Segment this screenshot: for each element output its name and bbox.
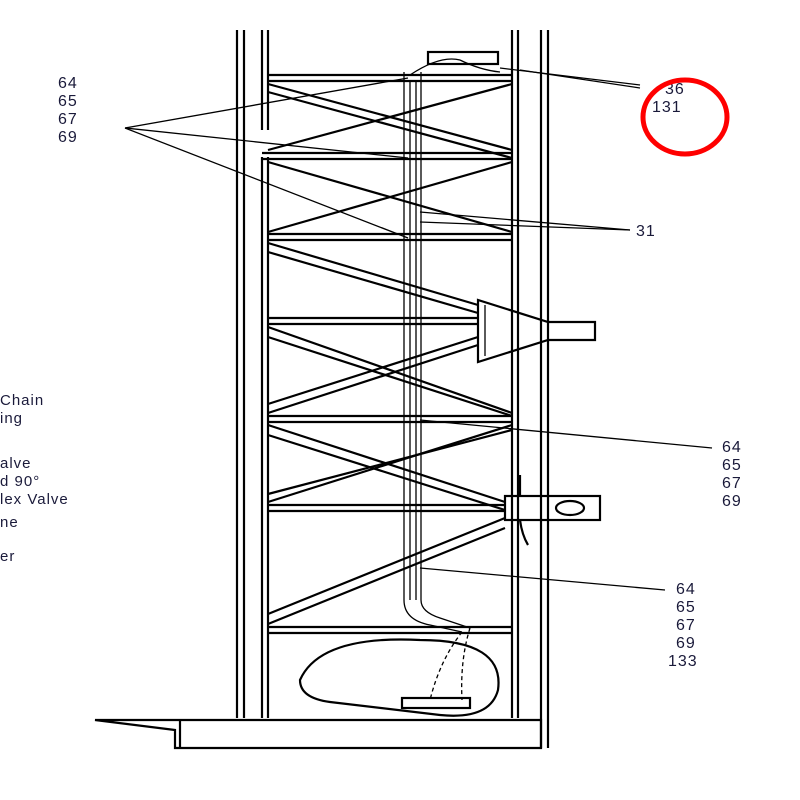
legend-text: lex Valve [0, 491, 69, 508]
callout-number: 64 [58, 75, 78, 92]
cone-bracket [476, 298, 597, 364]
callout-number: 67 [722, 475, 742, 492]
legend-text: ing [0, 410, 23, 427]
base-plate [94, 718, 543, 750]
callout-number: 31 [636, 223, 656, 240]
callout-number: 69 [722, 493, 742, 510]
callout-right-middle: 64 65 67 69 [722, 439, 742, 510]
callout-number: 69 [58, 129, 78, 146]
legend-text: d 90° [0, 473, 40, 490]
legend-text: Chain [0, 392, 44, 409]
callout-right-lower: 64 65 67 69 133 [668, 581, 698, 670]
callout-number: 69 [676, 635, 696, 652]
leader-lines [124, 67, 713, 591]
callout-number: 67 [676, 617, 696, 634]
legend-text: er [0, 548, 15, 565]
horizontal-chords [262, 73, 512, 635]
highlight-circle [640, 77, 730, 157]
chain-bag [298, 638, 500, 717]
legend-text: alve [0, 455, 32, 472]
callout-top-left: 64 65 67 69 [58, 75, 78, 146]
callout-number: 64 [676, 581, 696, 598]
legend-fragments: Chain ing alve d 90° lex Valve ne er [0, 392, 69, 565]
callout-number: 36 [665, 81, 685, 98]
diagonal-braces [267, 82, 513, 626]
center-pipe [403, 50, 501, 701]
callout-top-right: 36 131 [652, 81, 685, 116]
valve-bracket [503, 475, 602, 546]
callout-number: 65 [58, 93, 78, 110]
callout-number: 131 [652, 99, 682, 116]
callout-number: 133 [668, 653, 698, 670]
callout-number: 65 [722, 457, 742, 474]
tower-frame [94, 30, 550, 750]
callout-number: 67 [58, 111, 78, 128]
callout-number: 64 [722, 439, 742, 456]
callout-number: 65 [676, 599, 696, 616]
legend-text: ne [0, 514, 19, 531]
